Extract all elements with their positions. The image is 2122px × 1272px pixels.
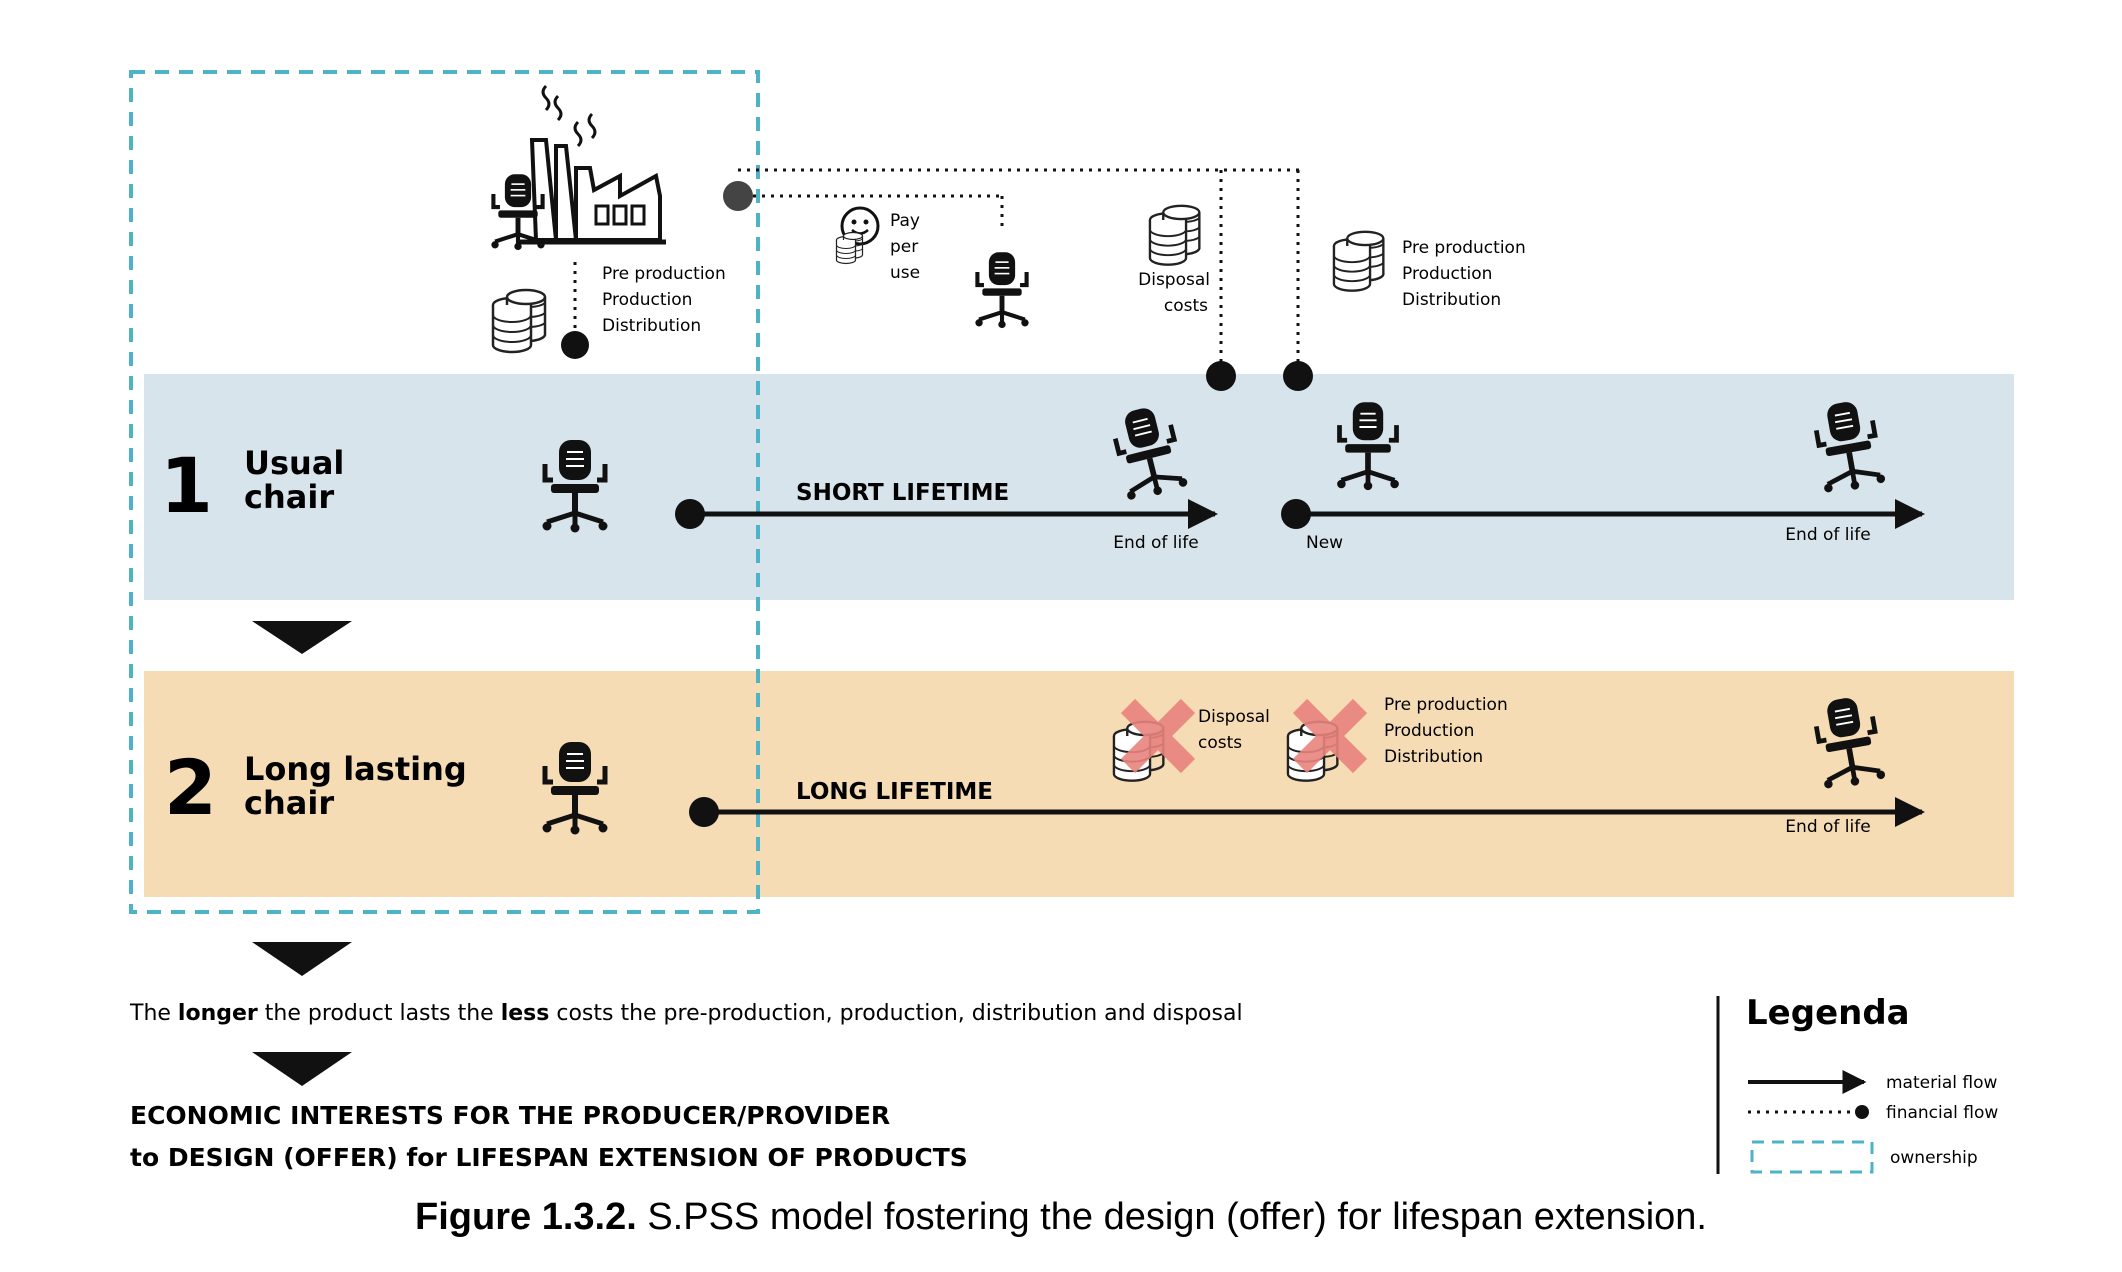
down-arrow-icon (252, 942, 352, 976)
legend-title: Legenda (1746, 993, 1910, 1033)
legend-material-flow: material flow (1886, 1073, 1997, 1093)
factory-icon (520, 84, 666, 245)
disposal-cost-1: Disposal (1138, 270, 1210, 290)
provider-node (723, 181, 753, 211)
financial-flow-dot (1855, 1105, 1869, 1119)
producer-cost-1: Pre production (602, 264, 726, 284)
row-1-lifetime-label: SHORT LIFETIME (796, 480, 1009, 506)
new-cost-2: Production (1402, 264, 1492, 284)
caption-text: S.PSS model fostering the design (offer)… (636, 1196, 1707, 1238)
new-cost-1: Pre production (1402, 238, 1526, 258)
pay-per-use-icon (835, 206, 880, 265)
caption-label: Figure 1.3.2. (415, 1196, 637, 1238)
row-1-title-line1: Usual (244, 444, 344, 482)
crossed-production-2: Production (1384, 721, 1474, 741)
rented-chair-icon (975, 252, 1028, 328)
row-1-end-label: End of life (1113, 533, 1198, 553)
row-1-end-label-2: End of life (1785, 525, 1870, 545)
conclusion-statement: The longer the product lasts the less co… (129, 1001, 1243, 1026)
crossed-disposal-2: costs (1198, 733, 1242, 753)
row-2-end-label: End of life (1785, 817, 1870, 837)
row-1-new-label: New (1306, 533, 1343, 553)
pay-per-use-3: use (890, 263, 920, 283)
row-2-title-line1: Long lasting (244, 750, 467, 788)
row-2-title-line2: chair (244, 784, 334, 822)
coins-icon (491, 288, 547, 354)
figure-caption: Figure 1.3.2. S.PSS model fostering the … (0, 1196, 2122, 1239)
down-arrow-icon (252, 621, 352, 654)
financial-flow-dot (1283, 361, 1313, 391)
crossed-production-3: Distribution (1384, 747, 1483, 767)
row-1-number: 1 (160, 441, 213, 530)
row-1-title-line2: chair (244, 478, 334, 516)
row-2-number: 2 (164, 743, 217, 832)
crossed-production-1: Pre production (1384, 695, 1508, 715)
pay-per-use-1: Pay (890, 211, 920, 231)
ownership-boundary (129, 70, 760, 914)
legend-ownership-sample (1750, 1140, 1874, 1174)
new-cost-3: Distribution (1402, 290, 1501, 310)
conclusion-headline-1: ECONOMIC INTERESTS FOR THE PRODUCER/PROV… (130, 1101, 890, 1130)
legend-financial-flow: financial flow (1886, 1103, 1998, 1123)
coins-icon (1332, 230, 1385, 292)
row-1-band (144, 374, 2014, 600)
coins-icon (1148, 204, 1201, 266)
conclusion-headline-2: to DESIGN (OFFER) for LIFESPAN EXTENSION… (130, 1143, 968, 1172)
row-2-band (144, 671, 2014, 897)
pay-per-use-2: per (890, 237, 918, 257)
financial-flow-dot (561, 331, 589, 359)
crossed-disposal-1: Disposal (1198, 707, 1270, 727)
down-arrow-icon (252, 1052, 352, 1086)
disposal-cost-2: costs (1164, 296, 1208, 316)
factory-chair-icon (491, 174, 544, 250)
producer-cost-2: Production (602, 290, 692, 310)
financial-flow-dot (1206, 361, 1236, 391)
row-2-lifetime-label: LONG LIFETIME (796, 779, 993, 805)
producer-cost-3: Distribution (602, 316, 701, 336)
legend-ownership: ownership (1890, 1148, 1978, 1168)
